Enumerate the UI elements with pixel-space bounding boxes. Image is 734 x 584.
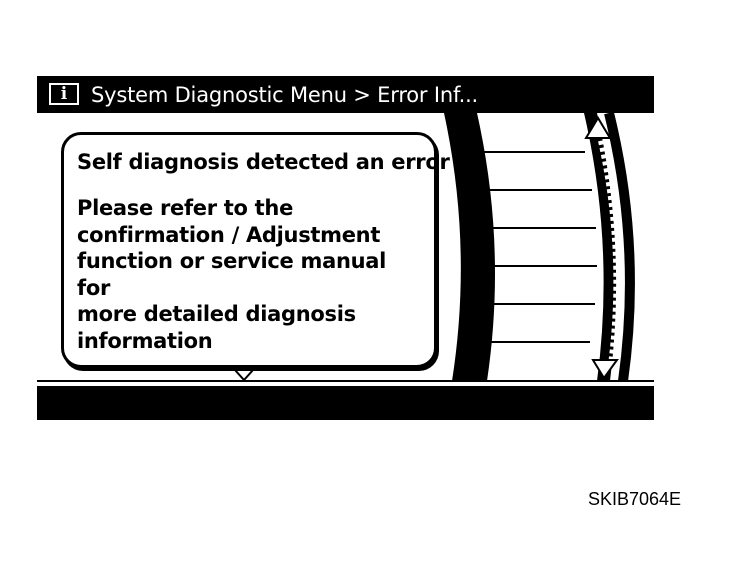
info-icon[interactable]: i	[49, 83, 79, 105]
scroll-track-right-rail	[604, 111, 635, 382]
error-body-text: Please refer to the confirmation / Adjus…	[77, 196, 387, 353]
scroll-down-arrow-icon[interactable]	[591, 359, 619, 380]
figure-code: SKIB7064E	[588, 489, 682, 509]
curved-panel-divider	[444, 113, 495, 381]
scroll-track-left-rail	[584, 113, 617, 381]
error-message-dialog: Self diagnosis detected an error Please …	[61, 132, 450, 368]
nav-screen: i System Diagnostic Menu > Error Inf... …	[37, 76, 654, 420]
scrollbar[interactable]	[37, 76, 654, 420]
breadcrumb: System Diagnostic Menu > Error Inf...	[91, 83, 479, 107]
divider	[37, 380, 654, 382]
scroll-up-arrow-icon[interactable]	[584, 116, 612, 139]
scroll-track-ticks	[596, 133, 619, 362]
title-bar: i System Diagnostic Menu > Error Inf...	[37, 76, 654, 113]
down-triangle-icon	[233, 369, 255, 382]
error-heading: Self diagnosis detected an error	[77, 150, 450, 174]
list-row-separators	[482, 151, 597, 343]
bottom-bar	[37, 386, 654, 420]
list-panel	[444, 113, 597, 381]
